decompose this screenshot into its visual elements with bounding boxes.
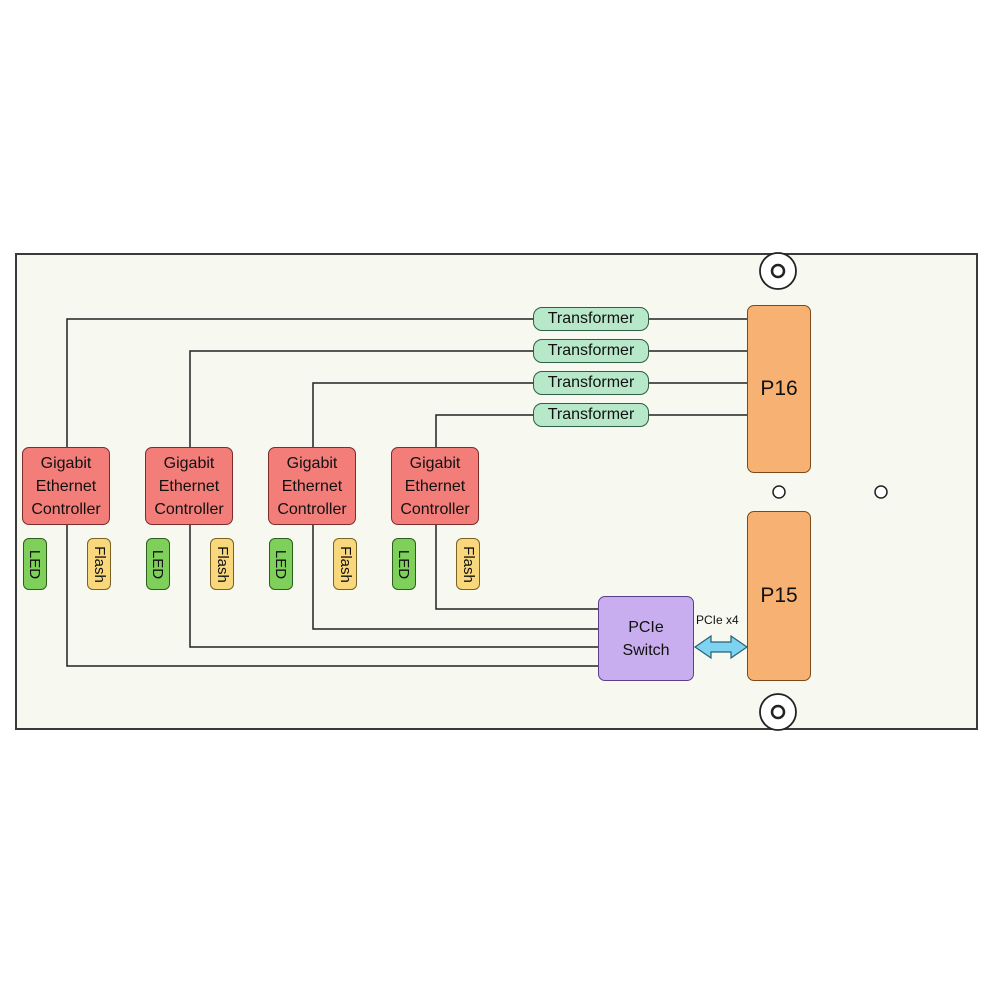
led-label: LED [26, 549, 44, 579]
led-label: LED [149, 549, 167, 579]
flash-2: Flash [210, 538, 234, 590]
pcie-link-arrow [693, 634, 749, 660]
switch-label: PCIe Switch [622, 618, 670, 659]
flash-label: Flash [459, 545, 477, 583]
controller-label: Gigabit Ethernet Controller [154, 454, 224, 518]
controller-label: Gigabit Ethernet Controller [400, 454, 470, 518]
link-c1-switch [66, 525, 598, 667]
transformer-3: Transformer [533, 371, 649, 395]
flash-3: Flash [333, 538, 357, 590]
transformer-label: Transformer [547, 342, 635, 359]
port-label: P16 [760, 377, 798, 400]
flash-label: Flash [90, 545, 108, 583]
hole-right [874, 485, 888, 499]
ethernet-controller-4: Gigabit Ethernet Controller [391, 447, 479, 525]
link-c3-switch [312, 525, 598, 630]
ethernet-controller-1: Gigabit Ethernet Controller [22, 447, 110, 525]
pcie-switch: PCIe Switch [598, 596, 694, 681]
link-c4-transformer [435, 414, 533, 447]
led-3: LED [269, 538, 293, 590]
link-c4-switch [435, 525, 598, 610]
link-c2-switch [189, 525, 598, 648]
flash-label: Flash [336, 545, 354, 583]
transformer-2: Transformer [533, 339, 649, 363]
led-label: LED [395, 549, 413, 579]
flash-4: Flash [456, 538, 480, 590]
transformer-label: Transformer [547, 406, 635, 423]
link-c3-transformer [312, 382, 533, 447]
transformer-4: Transformer [533, 403, 649, 427]
controller-label: Gigabit Ethernet Controller [31, 454, 101, 518]
mount-hole-bottom-inner [770, 704, 786, 720]
transformer-1: Transformer [533, 307, 649, 331]
mount-hole-top-inner [770, 263, 786, 279]
flash-label: Flash [213, 545, 231, 583]
port-label: P15 [760, 584, 798, 607]
port-p16: P16 [747, 305, 811, 473]
port-p15: P15 [747, 511, 811, 681]
led-4: LED [392, 538, 416, 590]
link-c1-transformer [66, 318, 533, 447]
transformer-label: Transformer [547, 374, 635, 391]
flash-1: Flash [87, 538, 111, 590]
led-label: LED [272, 549, 290, 579]
led-1: LED [23, 538, 47, 590]
controller-label: Gigabit Ethernet Controller [277, 454, 347, 518]
ethernet-controller-3: Gigabit Ethernet Controller [268, 447, 356, 525]
led-2: LED [146, 538, 170, 590]
hole-mid [772, 485, 786, 499]
pcie-link-label: PCIe x4 [696, 613, 739, 627]
ethernet-controller-2: Gigabit Ethernet Controller [145, 447, 233, 525]
link-c2-transformer [189, 350, 533, 447]
transformer-label: Transformer [547, 310, 635, 327]
